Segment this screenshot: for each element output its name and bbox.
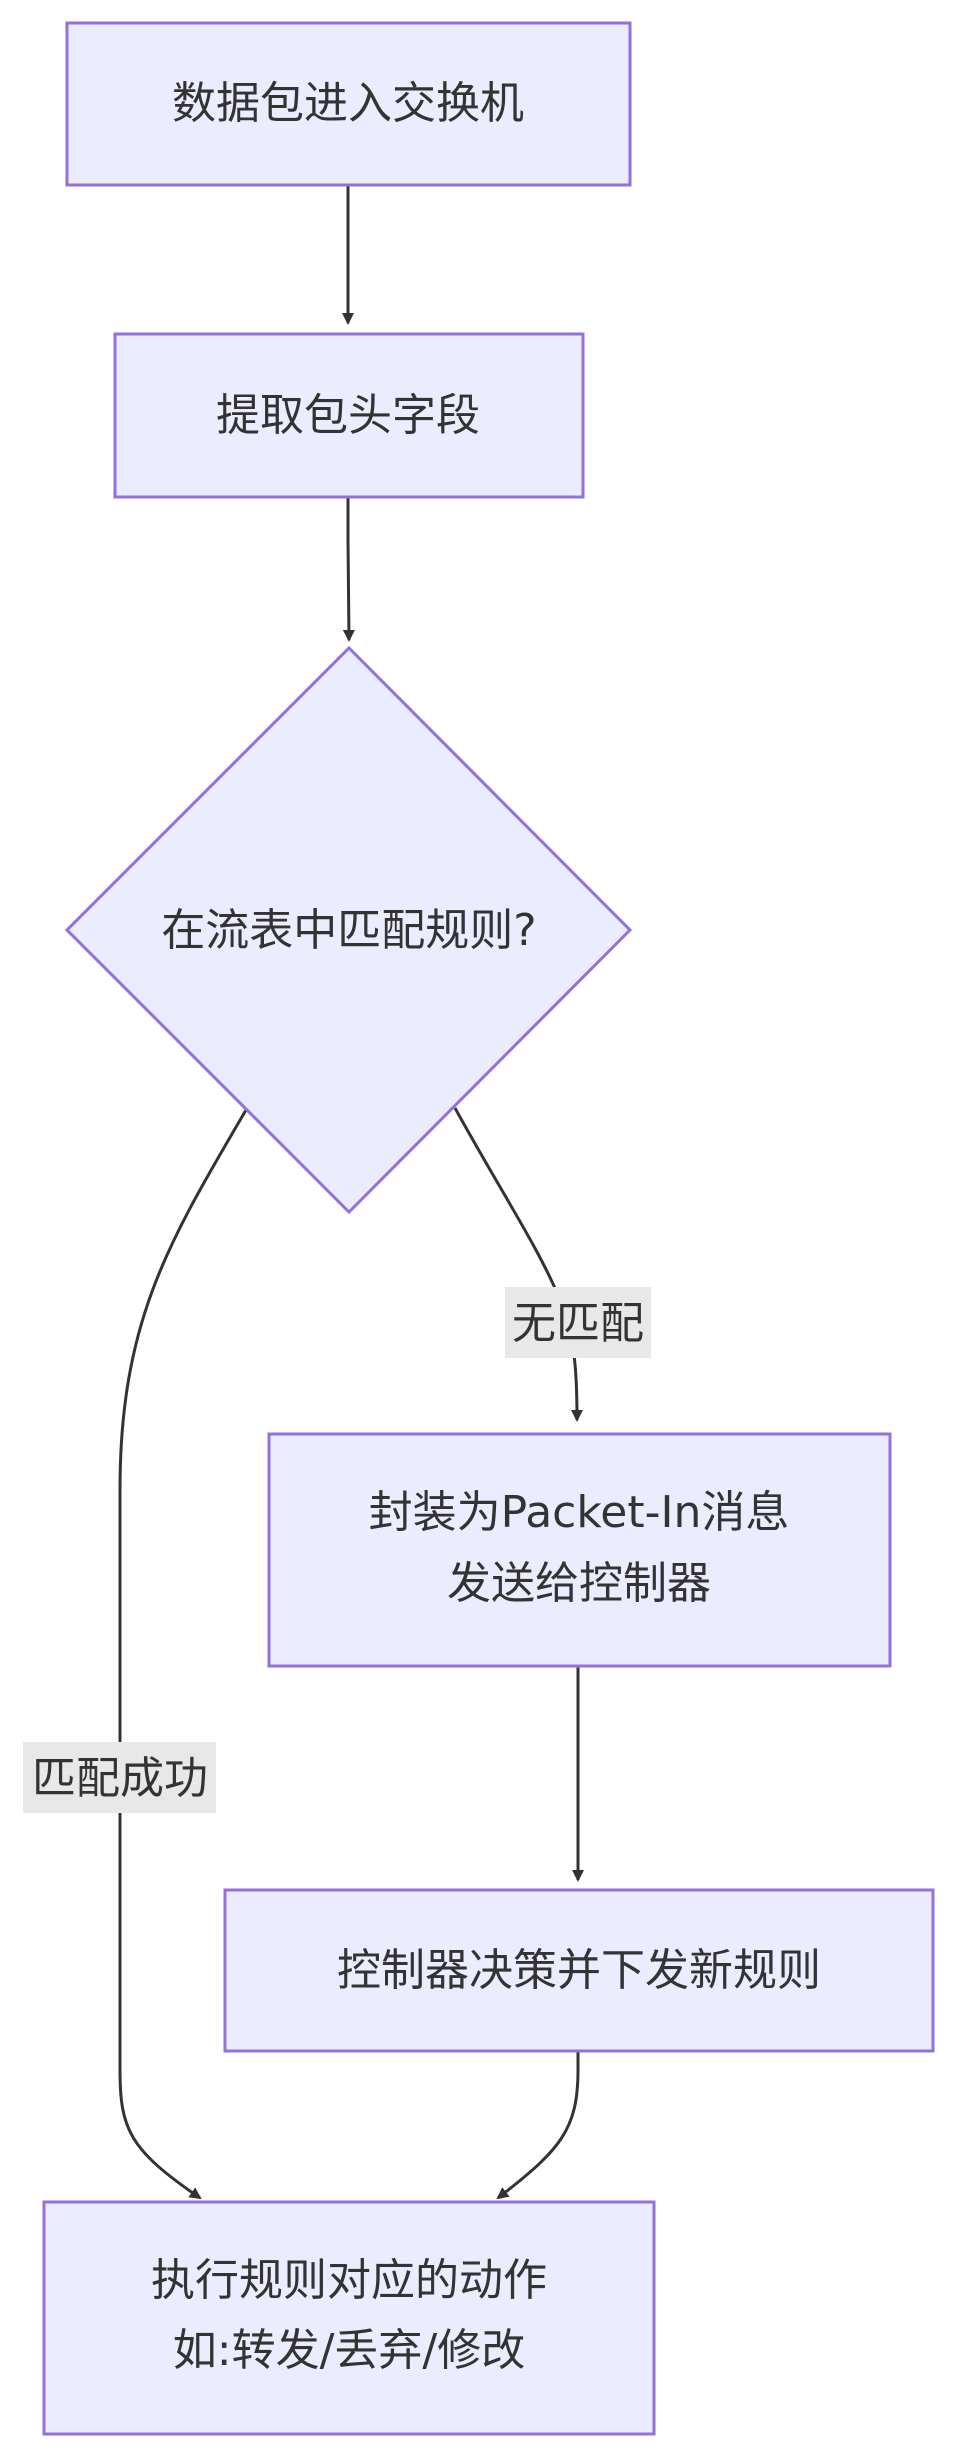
node-controller: 控制器决策并下发新规则 <box>223 1888 935 2053</box>
node-enter: 数据包进入交换机 <box>65 21 632 187</box>
edge-extract-to-decision <box>342 497 355 642</box>
edge-label-no-match: 无匹配 <box>505 1287 651 1358</box>
node-packet-in: 封装为Packet-In消息 发送给控制器 <box>267 1432 892 1668</box>
node-packet-in-text-2: 发送给控制器 <box>447 1558 711 1609</box>
node-execute-text-1: 执行规则对应的动作 <box>151 2255 547 2306</box>
node-extract: 提取包头字段 <box>113 332 585 499</box>
node-decision-text: 在流表中匹配规则? <box>161 905 536 956</box>
node-decision: 在流表中匹配规则? <box>64 645 633 1215</box>
node-controller-text: 控制器决策并下发新规则 <box>337 1945 821 1996</box>
no-match-label: 无匹配 <box>512 1298 644 1349</box>
match-label: 匹配成功 <box>32 1753 208 1804</box>
node-execute-text-2: 如:转发/丢弃/修改 <box>173 2325 525 2376</box>
node-packet-in-text-1: 封装为Packet-In消息 <box>369 1487 790 1538</box>
edge-controller-to-execute <box>496 2049 580 2200</box>
edge-decision-to-execute <box>118 1109 248 2200</box>
node-enter-text: 数据包进入交换机 <box>172 78 524 129</box>
node-execute: 执行规则对应的动作 如:转发/丢弃/修改 <box>42 2200 656 2436</box>
node-extract-text: 提取包头字段 <box>216 390 480 441</box>
edge-label-match: 匹配成功 <box>23 1742 216 1813</box>
edge-decision-to-packet-in <box>453 1107 583 1422</box>
